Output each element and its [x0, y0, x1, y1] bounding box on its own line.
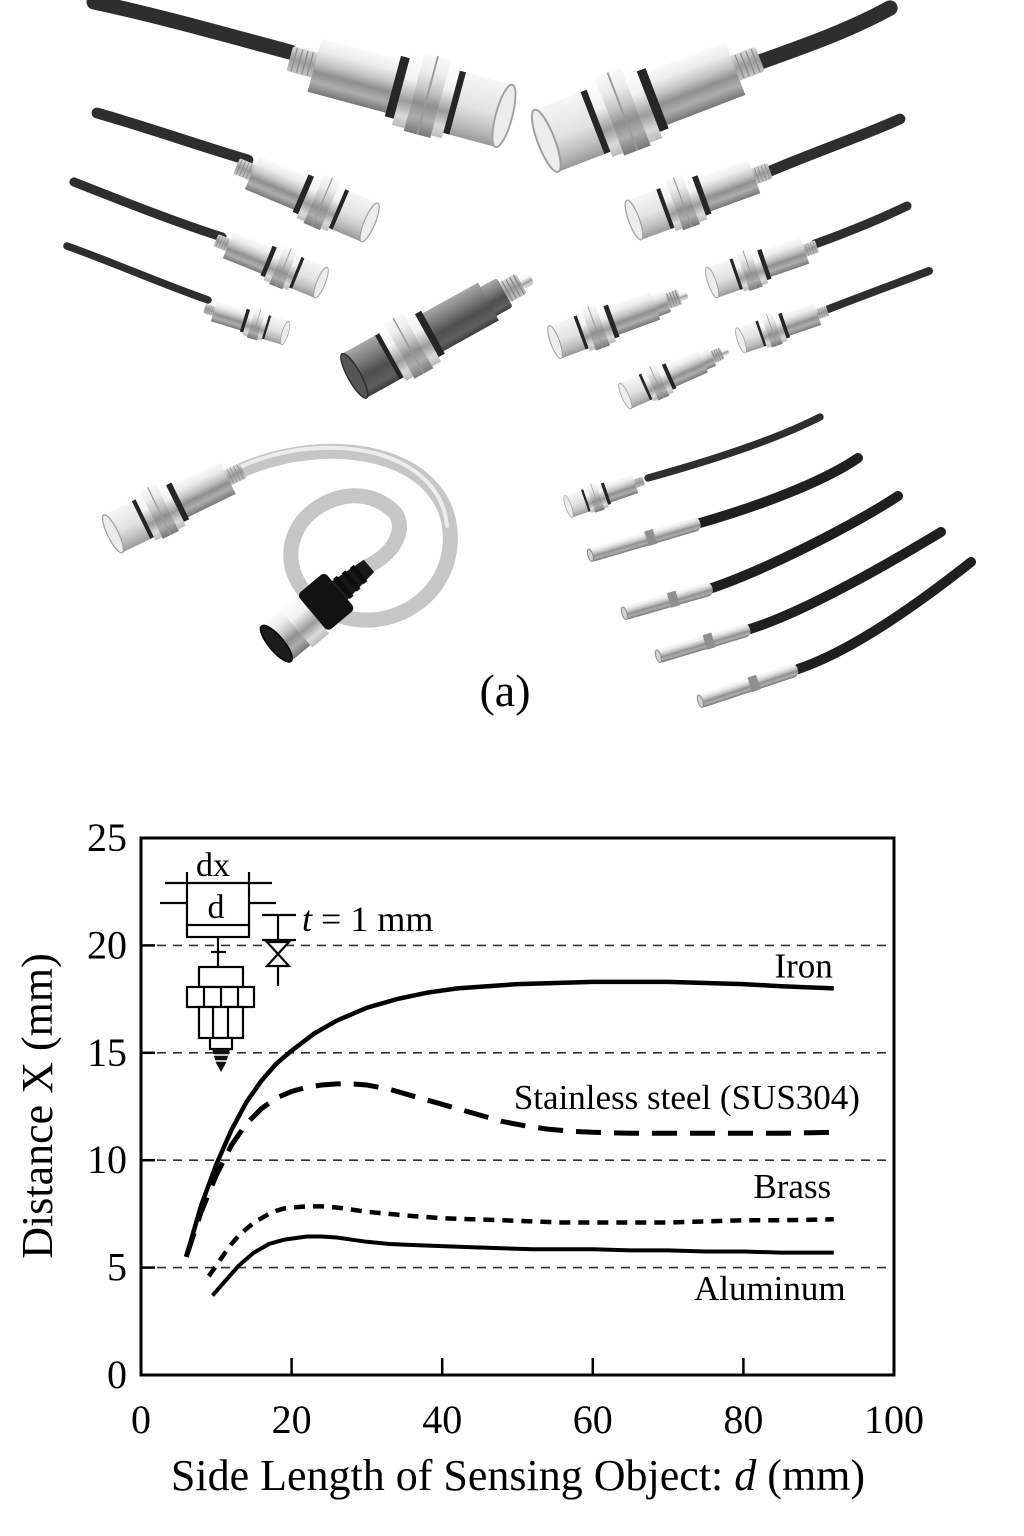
pencil-sensor	[654, 623, 751, 664]
series-label: Aluminum	[694, 1269, 846, 1308]
proximity-sensor	[203, 301, 291, 346]
panel-a-label: (a)	[479, 665, 530, 716]
x-axis-title-suffix: (mm)	[756, 1451, 865, 1500]
coiled-cable	[234, 443, 458, 628]
inset-sensor-top	[197, 965, 245, 989]
coiled-cable	[358, 502, 407, 575]
sensor-cable	[86, 0, 298, 60]
measurement-setup-inset: dx d t = 1 mm	[160, 847, 433, 1072]
y-tick-label: 0	[107, 1352, 127, 1397]
x-tick-label: 80	[723, 1397, 763, 1442]
sensor-product-photo	[63, 0, 976, 708]
sensor-cable	[745, 527, 946, 634]
inset-distance-arrow	[264, 940, 292, 956]
proximity-sensor	[624, 159, 773, 241]
series-label: Iron	[774, 947, 832, 986]
sensor-cable	[762, 113, 906, 178]
y-tick-label: 10	[87, 1137, 127, 1182]
sensor-cable	[752, 0, 898, 70]
inset-thickness-label: t = 1 mm	[302, 899, 433, 939]
inset-inner-dim-label: d	[208, 889, 225, 926]
x-axis-title-prefix: Side Length of Sensing Object:	[171, 1451, 734, 1500]
proximity-sensor	[233, 155, 380, 243]
y-axis-title: Distance X (mm)	[13, 953, 62, 1258]
inset-outer-dim-label: dx	[196, 847, 230, 884]
proximity-sensor	[340, 273, 534, 399]
y-tick-label: 25	[87, 815, 127, 860]
x-tick-label: 0	[131, 1397, 151, 1442]
inset-thickness-italic: t	[302, 899, 313, 939]
plot-frame	[139, 836, 896, 1377]
x-axis-title-italic: d	[734, 1451, 757, 1500]
sensor-cable	[644, 413, 824, 482]
sensor-cable	[793, 557, 976, 674]
y-tick-label: 20	[87, 922, 127, 967]
sensor-cable	[707, 491, 903, 593]
series-curve-aluminum	[211, 1234, 834, 1297]
coiled-cable-highlight	[240, 445, 449, 528]
proximity-sensor	[547, 289, 689, 360]
series-label: Brass	[753, 1167, 831, 1206]
inset-sensor-neck	[208, 1036, 234, 1051]
sensor-cable	[63, 242, 212, 304]
proximity-sensor	[735, 303, 829, 354]
sensor-cable	[69, 177, 227, 242]
series-curve-stainless-steel-sus304	[183, 1081, 834, 1258]
proximity-sensor	[287, 38, 517, 148]
proximity-sensor	[101, 461, 246, 554]
series-curve-brass	[206, 1204, 834, 1278]
proximity-sensor	[705, 237, 819, 299]
sensor-cable	[91, 107, 254, 166]
series-label: Stainless steel (SUS304)	[514, 1078, 860, 1117]
sensor-cable	[695, 453, 863, 528]
proximity-sensor	[563, 474, 645, 518]
series-curve-iron	[184, 979, 834, 1258]
cable-connector	[259, 559, 375, 663]
x-tick-label: 60	[573, 1397, 613, 1442]
inset-sensing-plate	[185, 923, 251, 939]
proximity-sensor	[530, 41, 764, 173]
y-tick-label: 5	[107, 1245, 127, 1290]
x-axis-title: Side Length of Sensing Object: d (mm)	[171, 1451, 865, 1500]
proximity-sensor	[618, 347, 729, 410]
y-tick-label: 15	[87, 1030, 127, 1075]
x-tick-label: 40	[422, 1397, 462, 1442]
inset-sensor-body	[197, 1005, 245, 1040]
proximity-sensor	[213, 232, 329, 299]
inset-thickness-rest: = 1 mm	[312, 899, 433, 939]
x-tick-label: 100	[864, 1397, 924, 1442]
pencil-sensor	[696, 663, 799, 708]
sensor-cable	[822, 267, 933, 314]
x-tick-label: 20	[272, 1397, 312, 1442]
pencil-sensor	[620, 582, 713, 621]
pencil-sensor	[586, 517, 701, 563]
sensor-cable	[810, 201, 912, 249]
